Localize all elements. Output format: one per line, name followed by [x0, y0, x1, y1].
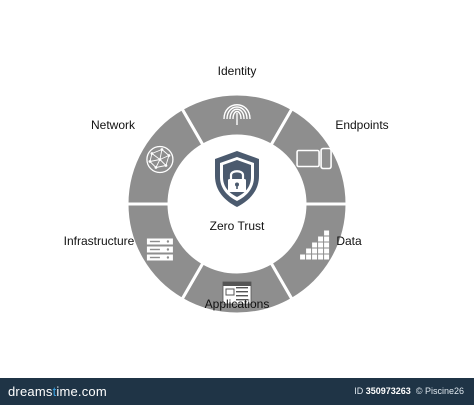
image-id: ID 350973263 © Piscine26: [354, 386, 464, 396]
segment-label-identity: Identity: [217, 64, 257, 78]
segment-label-network: Network: [90, 118, 136, 132]
server-rack-icon: [146, 238, 173, 261]
devices-icon: [296, 147, 332, 170]
segment-label-data: Data: [336, 234, 362, 248]
brand-logo: dreamstime.com: [8, 384, 107, 399]
footer-bar: dreamstime.com ID 350973263 © Piscine26: [0, 378, 474, 405]
segment-label-endpoints: Endpoints: [335, 118, 389, 132]
segment-icons: [146, 104, 332, 305]
segment-label-infrastructure: Infrastructure: [63, 234, 135, 248]
segment-label-applications: Applications: [204, 297, 270, 311]
application-window-icon: [222, 281, 252, 305]
center-label: Zero Trust: [209, 219, 265, 233]
network-globe-icon: [146, 145, 174, 174]
data-blocks-icon: [300, 230, 330, 260]
shield-lock-icon: [215, 151, 259, 207]
fingerprint-icon: [223, 104, 251, 125]
